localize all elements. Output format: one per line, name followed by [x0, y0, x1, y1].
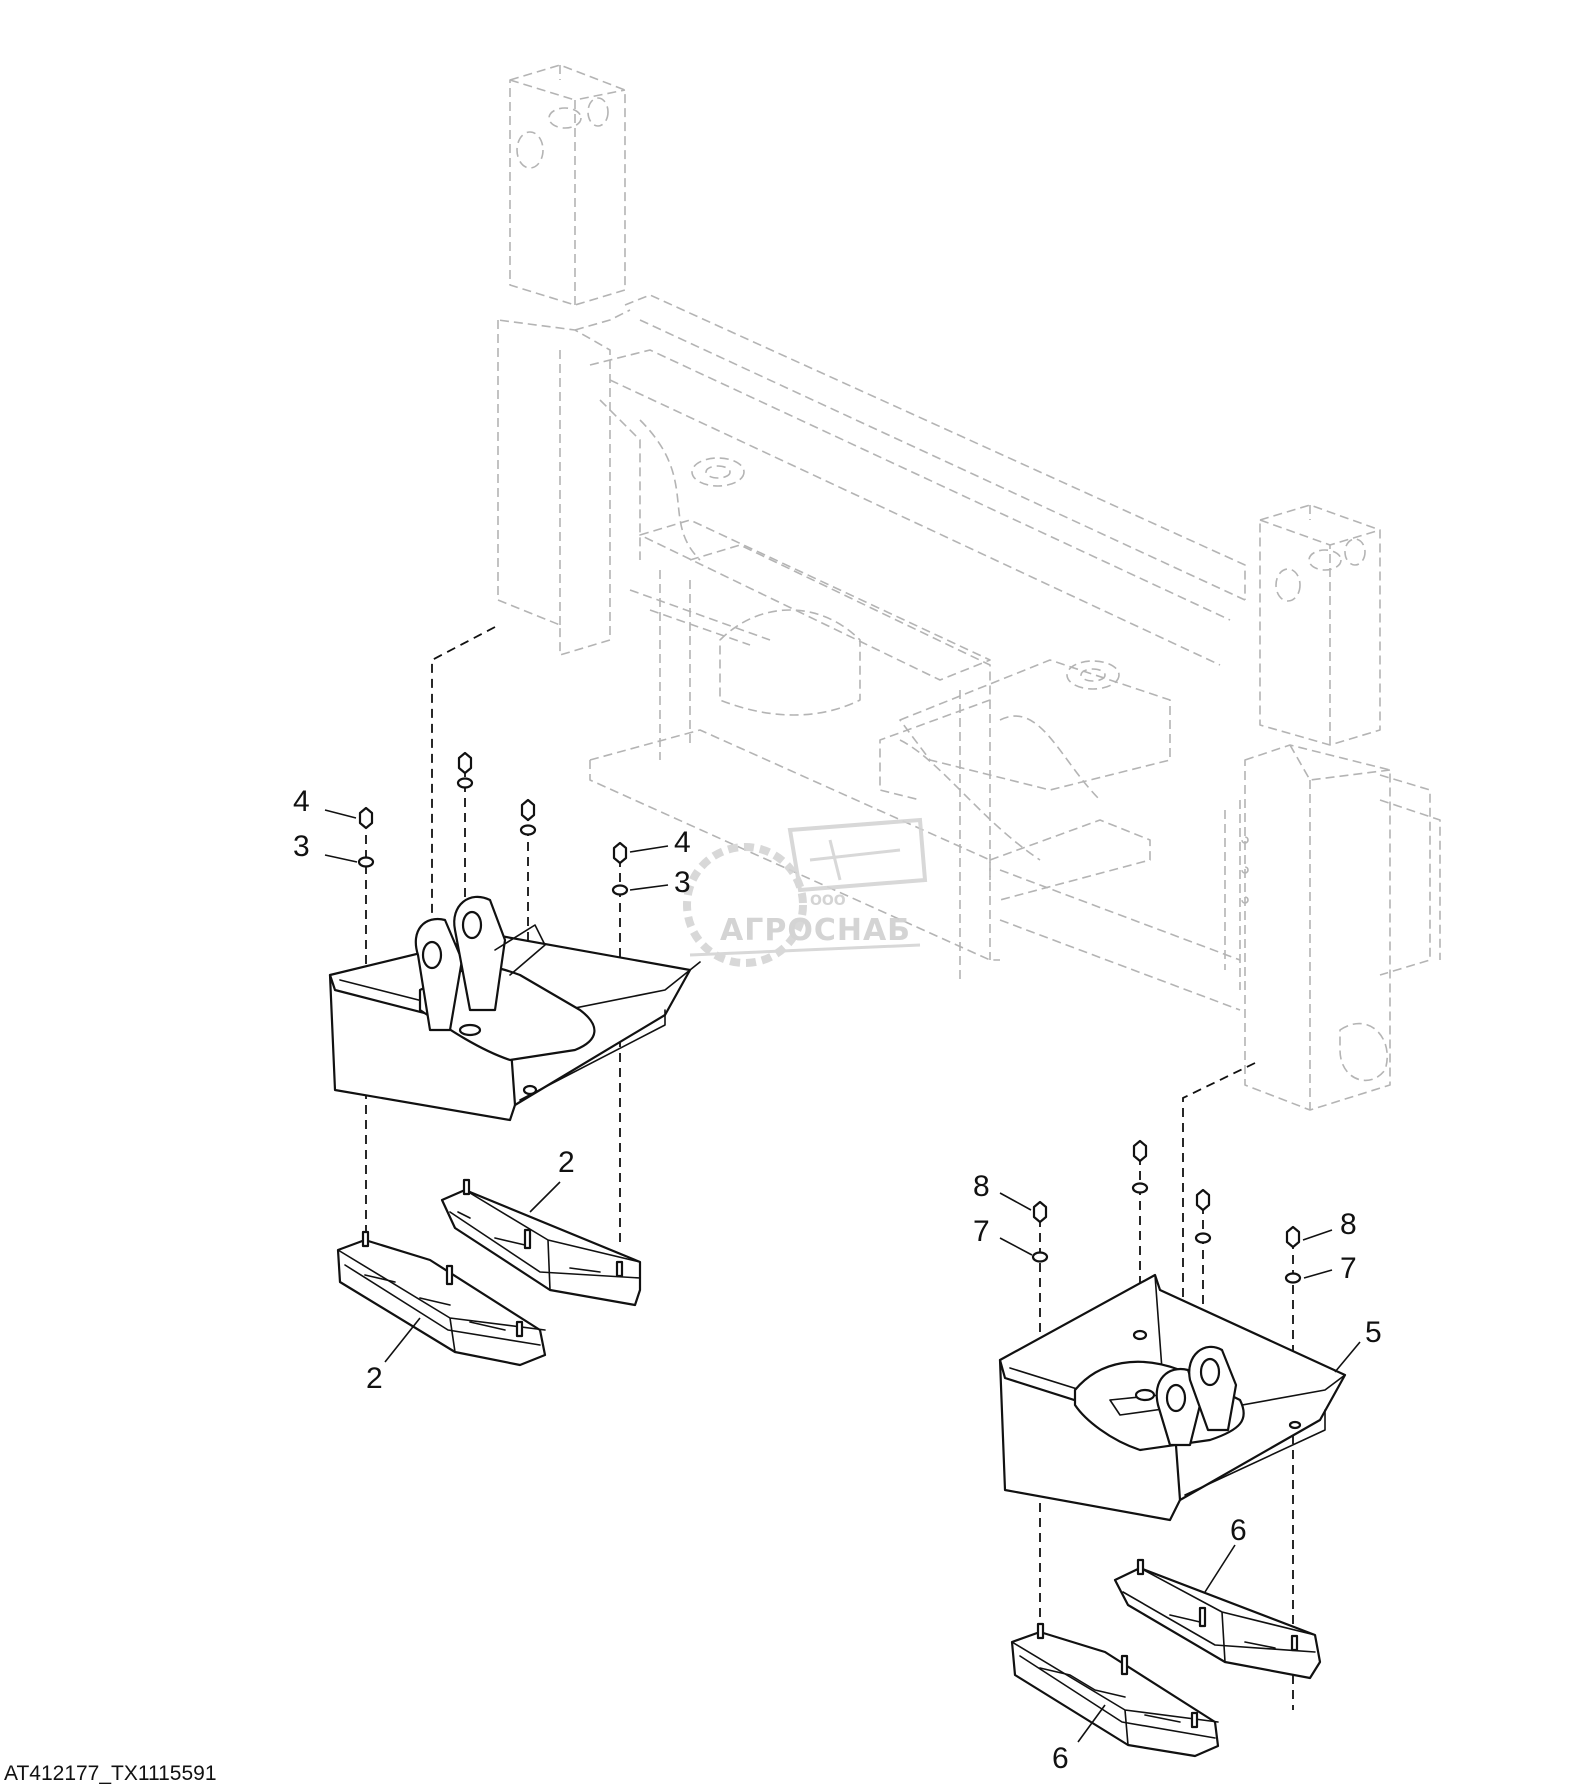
left-nut-3: [520, 798, 536, 822]
watermark-small-text: ООО: [810, 893, 846, 909]
callout-6-upper: 6: [1230, 1514, 1247, 1547]
right-nut-4: [1285, 1225, 1301, 1249]
callout-leaders: [324, 809, 1361, 1743]
right-nut-1: [1032, 1200, 1048, 1224]
right-hitch-tray: [998, 1273, 1347, 1522]
callout-6-lower: 6: [1052, 1742, 1069, 1775]
right-shoe-upper: [1113, 1558, 1322, 1680]
left-hitch-tray: [328, 895, 701, 1122]
right-washer-3: [1194, 1232, 1212, 1244]
left-shoe-lower: [336, 1230, 547, 1367]
callout-3-mid: 3: [674, 866, 691, 899]
right-shoe-lower: [1010, 1622, 1220, 1758]
callout-7-left: 7: [973, 1215, 990, 1248]
callout-5: 5: [1365, 1316, 1382, 1349]
callout-3-left: 3: [293, 830, 310, 863]
left-nut-4: [612, 841, 628, 865]
main-frame-phantom: [497, 64, 1441, 1111]
callout-2-upper: 2: [558, 1146, 575, 1179]
right-washer-1: [1031, 1251, 1049, 1263]
left-nut-2: [457, 751, 473, 775]
callout-4-mid: 4: [674, 826, 691, 859]
agrosnab-watermark-logo: ООО АГРОСНАБ: [683, 817, 928, 967]
callout-7-right: 7: [1340, 1252, 1357, 1285]
left-nut-1: [358, 806, 374, 830]
left-mount-assembly: [328, 626, 701, 1367]
right-mount-assembly: [998, 1062, 1347, 1758]
left-washer-1: [357, 856, 375, 868]
callout-labels: 4 3 4 3 2 2 8 7 8 7 5 6 6: [293, 785, 1382, 1775]
left-washer-4: [611, 884, 629, 896]
watermark-brand-text: АГРОСНАБ: [720, 913, 911, 948]
callout-4-left: 4: [293, 785, 310, 818]
left-washer-3: [519, 824, 537, 836]
right-nut-2: [1132, 1139, 1148, 1163]
callout-2-lower: 2: [366, 1362, 383, 1395]
right-washer-4: [1284, 1272, 1302, 1284]
left-washer-2: [456, 777, 474, 789]
right-washer-2: [1131, 1182, 1149, 1194]
callout-8-right: 8: [1340, 1208, 1357, 1241]
figure-id-caption: AT412177_TX1115591: [4, 1762, 217, 1785]
left-shoe-upper: [440, 1178, 642, 1307]
callout-8-left: 8: [973, 1170, 990, 1203]
right-nut-3: [1195, 1188, 1211, 1212]
